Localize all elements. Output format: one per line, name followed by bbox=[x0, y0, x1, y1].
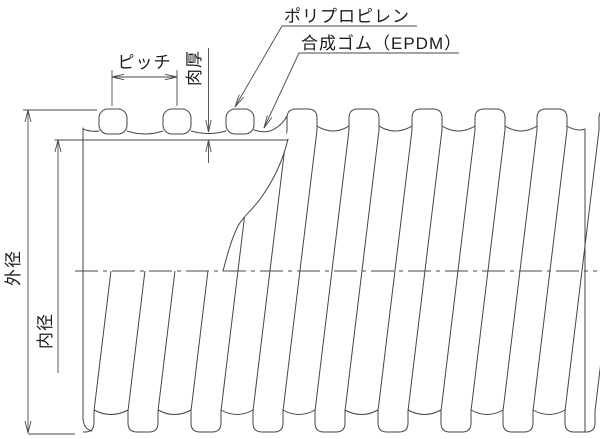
polypropylene-leader-line bbox=[234, 25, 417, 108]
leader-polypropylene bbox=[234, 25, 417, 108]
ridge-band bbox=[564, 108, 600, 433]
arrow-down-icon bbox=[24, 420, 32, 434]
pitch-extension-lines bbox=[111, 70, 178, 106]
dimension-inner-diameter bbox=[54, 139, 62, 373]
ridge-band bbox=[440, 108, 506, 433]
label-wall-thickness: 肉厚 bbox=[185, 50, 204, 86]
arrow-up-icon bbox=[205, 139, 212, 153]
arrow-up-icon bbox=[54, 139, 62, 153]
cut-rib bbox=[162, 108, 192, 135]
leader-epdm bbox=[263, 52, 459, 129]
arrow-up-icon bbox=[24, 109, 32, 123]
ridge-band bbox=[83, 108, 129, 433]
ridge-band bbox=[314, 108, 380, 433]
label-inner-diameter: 内径 bbox=[36, 313, 55, 349]
cut-rib bbox=[98, 108, 128, 135]
label-epdm: 合成ゴム（EPDM） bbox=[301, 33, 462, 53]
arrow-left-icon bbox=[111, 73, 125, 81]
ridge-band bbox=[502, 108, 568, 433]
break-line bbox=[222, 138, 289, 272]
epdm-leader-line bbox=[263, 52, 459, 129]
label-polypropylene: ポリプロピレン bbox=[284, 7, 410, 26]
arrow-down-icon bbox=[205, 119, 212, 133]
arrow-right-icon bbox=[164, 73, 178, 81]
cut-section-ribs bbox=[98, 108, 255, 135]
outer-diameter-extension-lines bbox=[23, 109, 97, 435]
label-pitch: ピッチ bbox=[118, 53, 172, 72]
hose-outer-surface bbox=[82, 115, 586, 432]
arrow-leader-icon bbox=[263, 115, 273, 129]
ridge-band bbox=[127, 108, 193, 433]
spiral-ridge-bands bbox=[83, 108, 600, 433]
cut-rib bbox=[225, 108, 255, 135]
ridge-band bbox=[252, 108, 318, 433]
arrow-leader-icon bbox=[234, 94, 245, 108]
label-outer-diameter: 外径 bbox=[4, 250, 23, 286]
dimension-pitch bbox=[111, 70, 178, 106]
dimension-outer-diameter bbox=[23, 109, 97, 435]
ridge-band bbox=[377, 108, 443, 433]
dimension-wall-thickness bbox=[205, 48, 212, 163]
